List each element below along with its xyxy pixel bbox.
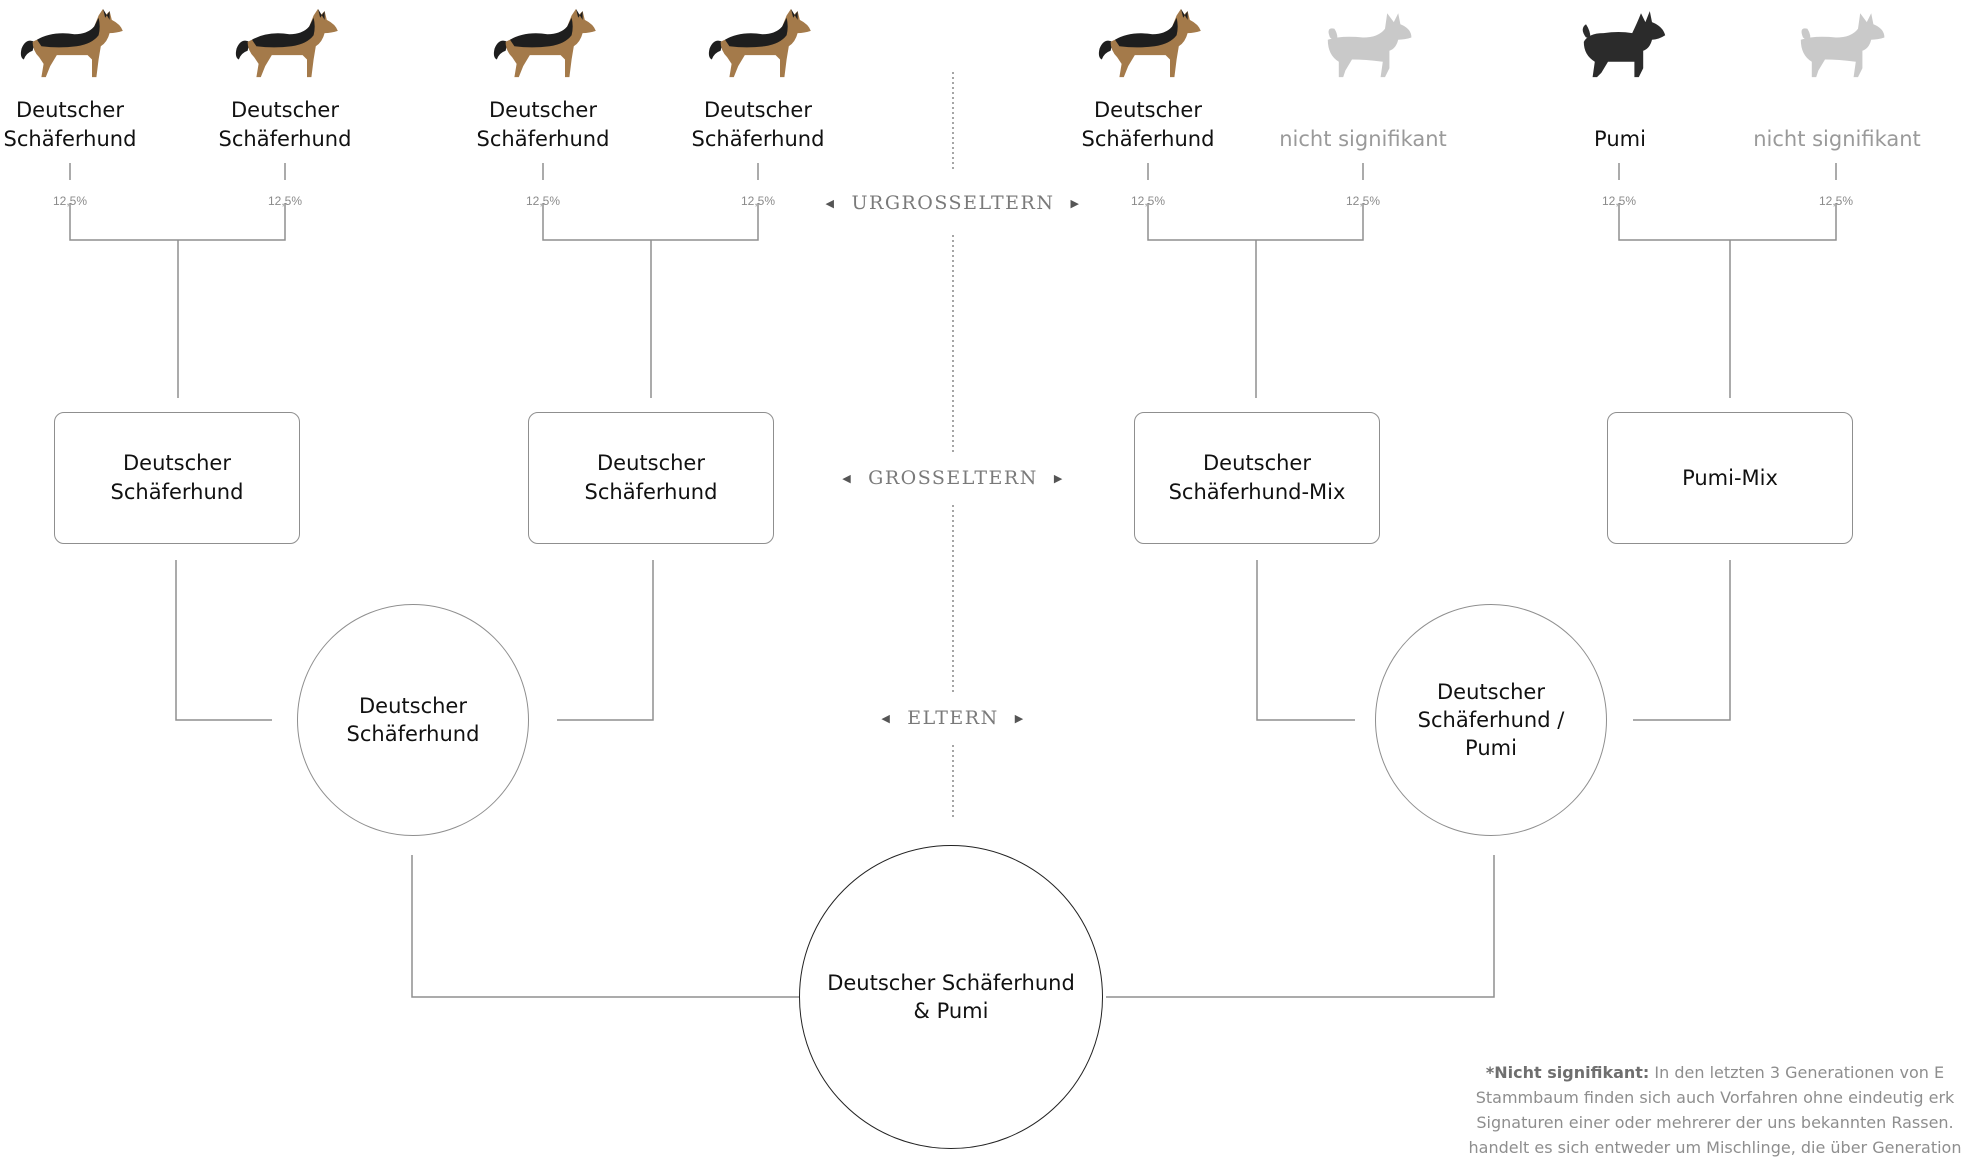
grandparent-box: Deutscher Schäferhund-Mix bbox=[1134, 412, 1380, 544]
arrow-right-icon: ▶ bbox=[1014, 712, 1025, 725]
great-grandparent-label: nicht signifikant bbox=[1753, 127, 1921, 151]
parent-circle: Deutscher Schäferhund bbox=[297, 604, 529, 836]
percentage-label: 12,5% bbox=[525, 194, 561, 208]
generation-label-parents: ◀ELTERN▶ bbox=[881, 707, 1025, 729]
german-shepherd-icon bbox=[708, 8, 811, 78]
arrow-left-icon: ◀ bbox=[825, 197, 836, 210]
great-grandparent-label: Pumi bbox=[1594, 127, 1646, 151]
percentage-label: 12,5% bbox=[1601, 194, 1637, 208]
percentage-label: 12,5% bbox=[1130, 194, 1166, 208]
german-shepherd-icon bbox=[1098, 8, 1201, 78]
footnote: *Nicht signifikant: In den letzten 3 Gen… bbox=[1455, 1060, 1975, 1160]
grandparent-box: Pumi-Mix bbox=[1607, 412, 1853, 544]
generic-dog-icon bbox=[1800, 13, 1885, 78]
arrow-left-icon: ◀ bbox=[881, 712, 892, 725]
german-shepherd-icon bbox=[20, 8, 123, 78]
generation-label-great-grandparents: ◀URGROSSELTERN▶ bbox=[825, 192, 1081, 214]
arrow-right-icon: ▶ bbox=[1070, 197, 1081, 210]
percentage-label: 12,5% bbox=[52, 194, 88, 208]
pumi-icon bbox=[1582, 11, 1666, 78]
great-grandparent-label: nicht signifikant bbox=[1279, 127, 1447, 151]
percentage-label: 12,5% bbox=[1818, 194, 1854, 208]
grandparent-box: Deutscher Schäferhund bbox=[528, 412, 774, 544]
footnote-title: *Nicht signifikant: bbox=[1485, 1063, 1650, 1082]
percentage-label: 12,5% bbox=[740, 194, 776, 208]
german-shepherd-icon bbox=[493, 8, 596, 78]
arrow-left-icon: ◀ bbox=[842, 472, 853, 485]
grandparent-box: Deutscher Schäferhund bbox=[54, 412, 300, 544]
percentage-label: 12,5% bbox=[267, 194, 303, 208]
arrow-right-icon: ▶ bbox=[1053, 472, 1064, 485]
generation-label-grandparents: ◀GROSSELTERN▶ bbox=[842, 467, 1064, 489]
german-shepherd-icon bbox=[235, 8, 338, 78]
footnote-text: In den letzten 3 Generationen von E Stam… bbox=[1468, 1063, 1962, 1157]
dog-circle: Deutscher Schäferhund & Pumi bbox=[799, 845, 1103, 1149]
pedigree-connectors bbox=[69, 72, 1837, 998]
parent-circle: Deutscher Schäferhund / Pumi bbox=[1375, 604, 1607, 836]
generic-dog-icon bbox=[1327, 13, 1412, 78]
percentage-label: 12,5% bbox=[1345, 194, 1381, 208]
